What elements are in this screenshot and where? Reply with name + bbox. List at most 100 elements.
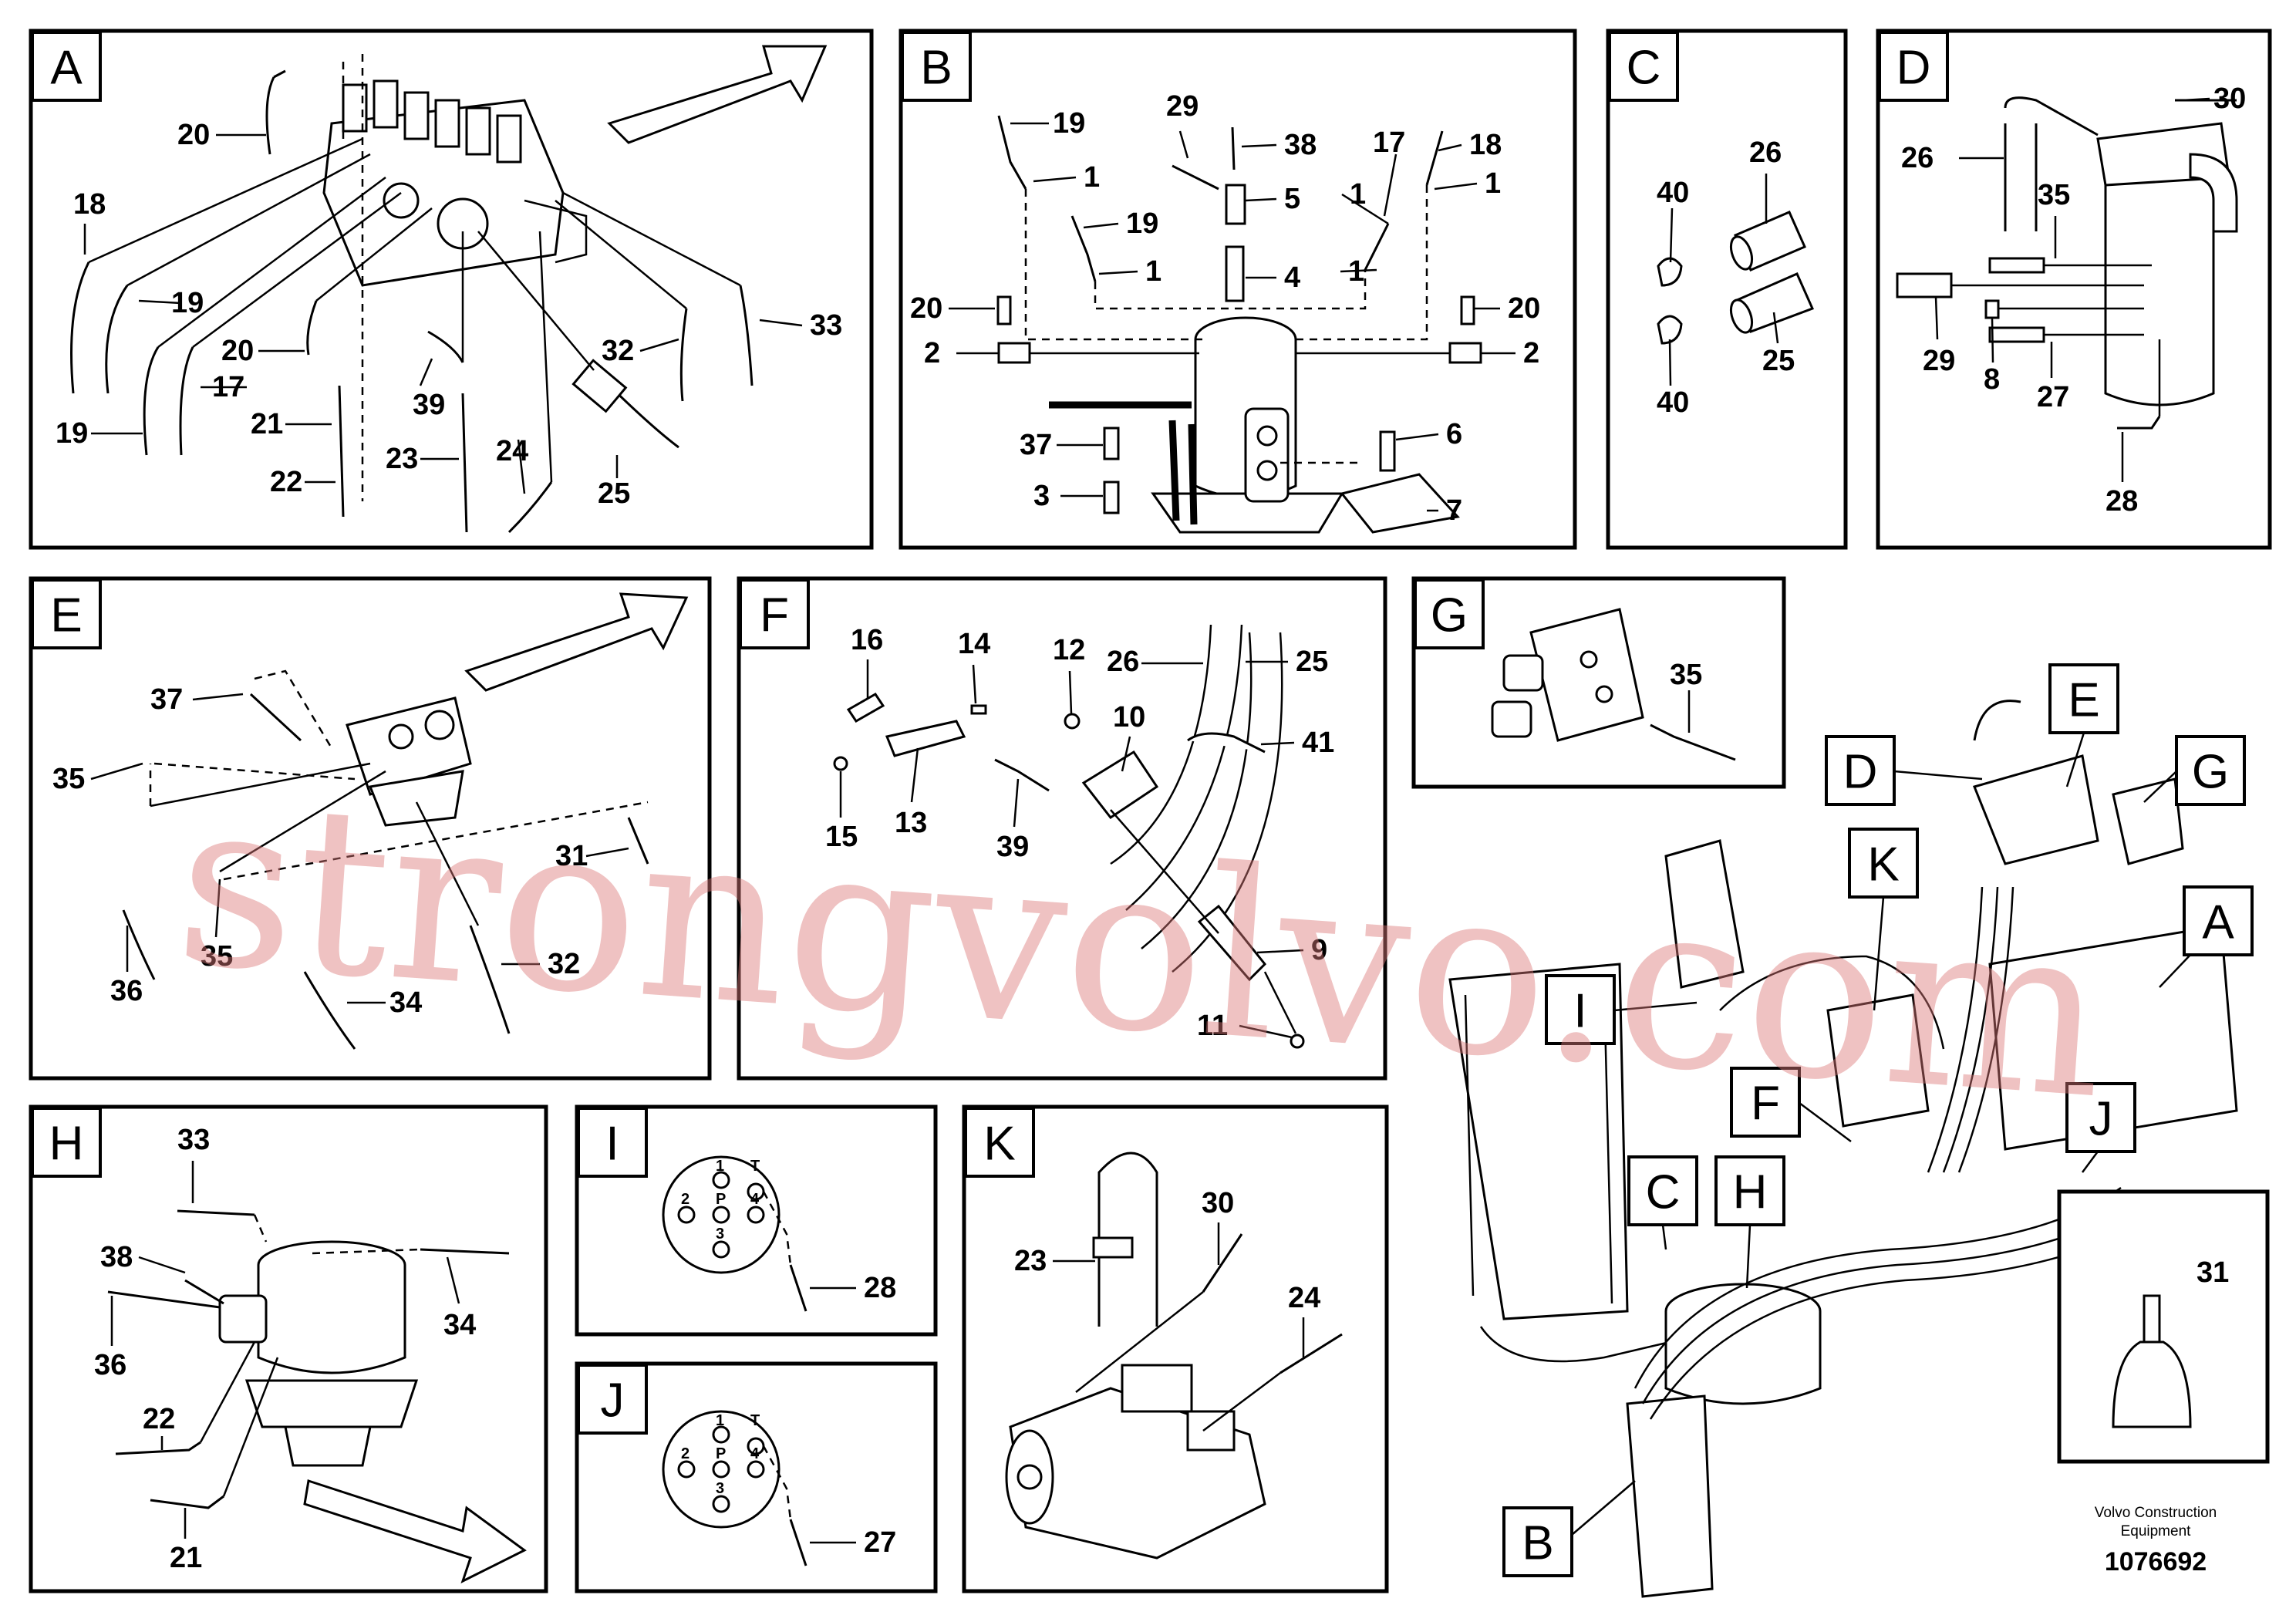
label: 20 — [910, 292, 942, 325]
clamp-40-bottom — [1657, 315, 1683, 345]
hose-31 — [627, 817, 649, 865]
callout-j: J — [2089, 1093, 2113, 1146]
swivel — [1626, 1394, 1714, 1598]
panel-d-letter-box — [1878, 31, 1949, 102]
label: 27 — [864, 1526, 896, 1559]
hose-39 — [427, 330, 464, 363]
label: 20 — [1508, 292, 1540, 325]
port-label: 1 — [716, 1412, 724, 1429]
hose-20b — [306, 300, 318, 356]
direction-arrow — [303, 1479, 527, 1583]
panel-h: H 33 38 34 36 22 21 — [29, 1104, 548, 1593]
label: 28 — [864, 1272, 896, 1304]
hose-19-mid — [1070, 215, 1097, 282]
hoses-26-25 — [1110, 624, 1283, 973]
label: 1 — [1145, 255, 1161, 288]
hose-27 — [789, 1519, 807, 1566]
label: 32 — [548, 948, 580, 980]
label: 34 — [443, 1309, 476, 1341]
port-label: 1 — [716, 1158, 724, 1175]
bracket-7 — [1340, 473, 1460, 534]
hose-23 — [461, 393, 468, 533]
fitting-37 — [1103, 427, 1120, 460]
label: 17 — [1373, 126, 1405, 159]
hose-21-22 — [338, 385, 345, 518]
brand-line-1: Volvo Construction — [2095, 1505, 2217, 1521]
label: 36 — [110, 975, 143, 1007]
label: 25 — [1296, 646, 1328, 678]
label: 37 — [1020, 429, 1052, 461]
panel-i-letter: I — [605, 1118, 619, 1171]
panel-f-labels: 16 14 12 26 25 10 41 15 13 39 9 11 — [825, 624, 1334, 1042]
label: 12 — [1053, 634, 1085, 666]
label: 4 — [1284, 261, 1300, 294]
direction-arrow — [607, 45, 828, 144]
panel-f-letter: F — [760, 589, 789, 642]
footer: Volvo Construction Equipment 1076692 — [2095, 1505, 2217, 1576]
panel-e-labels: 37 35 31 36 35 34 32 — [52, 683, 588, 1019]
hose-17 — [179, 346, 194, 456]
hose-36 — [107, 1290, 221, 1309]
label: 9 — [1311, 934, 1327, 966]
label: 30 — [2213, 83, 2246, 115]
label: 29 — [1923, 345, 1955, 377]
label: 39 — [413, 389, 445, 421]
swivel-joint-illustration — [1151, 316, 1344, 534]
hose-26 — [2004, 123, 2038, 231]
panel-e-letter-box — [31, 578, 102, 649]
port-label: 4 — [750, 1445, 760, 1462]
label: 7 — [1446, 494, 1462, 527]
label: 32 — [602, 335, 634, 367]
label: 24 — [496, 435, 528, 467]
label: 21 — [251, 408, 283, 440]
solenoid-block — [1972, 754, 2099, 865]
block-10 — [1081, 750, 1159, 820]
panel-j: J 1 T 2 P 4 3 27 — [575, 1361, 938, 1593]
overview-callouts: E D G K A I F J C H B — [1502, 663, 2254, 1577]
panel-g-letter: G — [1431, 589, 1468, 642]
callout-h: H — [1733, 1166, 1768, 1219]
label: 27 — [2037, 381, 2069, 413]
fitting-3 — [1103, 481, 1120, 514]
callout-e: E — [2068, 674, 2099, 727]
label: 13 — [895, 807, 927, 839]
fitting-2-right — [1448, 342, 1482, 364]
label: 15 — [825, 821, 858, 853]
fitting-27 — [1988, 326, 2045, 343]
panel-j-letter-box — [577, 1364, 648, 1435]
nut-12 — [1064, 713, 1081, 730]
hose-36 — [122, 909, 156, 980]
swing-motor-illustration — [218, 1240, 419, 1467]
label: 40 — [1657, 386, 1689, 419]
valve-g — [2112, 777, 2184, 865]
label: 35 — [52, 763, 85, 795]
fitting-4 — [1225, 245, 1245, 302]
panel-c-frame — [1606, 29, 1848, 550]
panel-f: F 16 14 12 26 25 10 41 15 13 39 9 11 — [737, 576, 1387, 1081]
panel-j-letter: J — [601, 1374, 625, 1428]
panel-k-labels: 30 23 24 — [1014, 1187, 1320, 1314]
label: 1 — [1350, 178, 1366, 211]
frame-section — [1448, 963, 1629, 1320]
panel-e-letter: E — [50, 589, 82, 642]
label: 6 — [1446, 418, 1462, 450]
hose-18 — [1425, 130, 1444, 186]
panel-h-letter-box — [31, 1107, 102, 1178]
port-label: T — [750, 1158, 760, 1175]
direction-arrow — [464, 592, 689, 692]
panel-h-letter: H — [49, 1118, 84, 1171]
fitting-16 — [846, 693, 885, 723]
port-markers — [677, 1425, 765, 1513]
label: 14 — [958, 628, 990, 660]
label: 19 — [1126, 207, 1158, 240]
label: 39 — [996, 831, 1029, 863]
panel-c-letter: C — [1627, 42, 1661, 95]
label: 19 — [1053, 107, 1085, 140]
fitting-35 — [1988, 257, 2045, 274]
panel-c-letter-box — [1608, 31, 1679, 102]
label: 40 — [1657, 177, 1689, 209]
port-labels: 1 T 2 P 4 3 — [681, 1158, 760, 1243]
hose-28 — [789, 1264, 807, 1312]
bolt-14 — [970, 704, 987, 715]
